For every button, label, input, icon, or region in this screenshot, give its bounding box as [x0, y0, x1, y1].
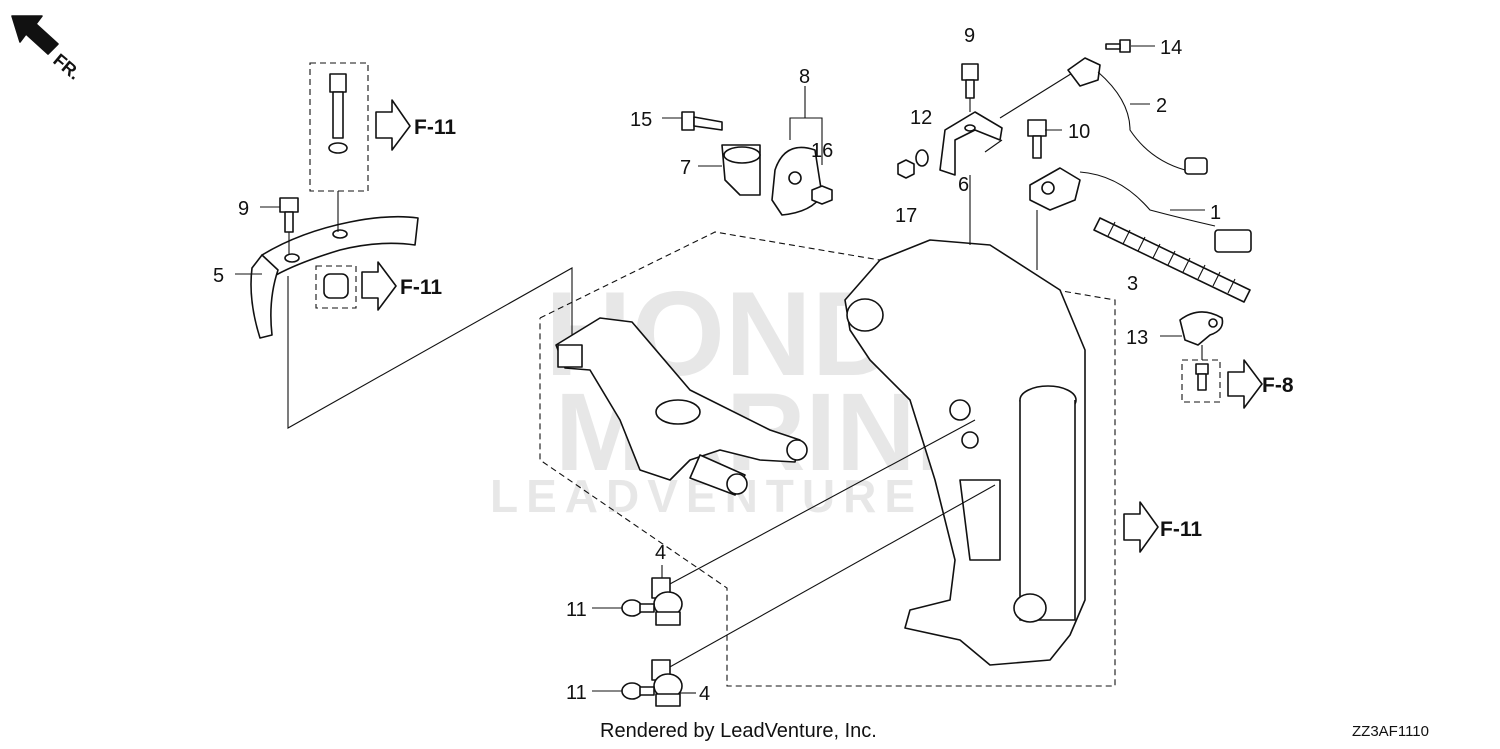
callout-8: 8 [799, 66, 810, 88]
part-11-screw-lower [621, 682, 655, 700]
reference-label-2: F-11 [400, 276, 442, 299]
callout-12: 12 [910, 107, 932, 129]
callout-3: 3 [1127, 273, 1138, 295]
part-4-clip-lower [651, 659, 683, 707]
part-10-bolt [1027, 119, 1047, 159]
part-17-nut [897, 159, 915, 179]
footer-credit: Rendered by LeadVenture, Inc. [600, 720, 877, 742]
long-bolt [328, 73, 348, 154]
part-14-bolt [1105, 39, 1131, 53]
part-4-clip-upper [651, 577, 683, 626]
diagram-code: ZZ3AF1110 [1352, 723, 1429, 740]
callout-5: 5 [213, 265, 224, 287]
callout-4-upper: 4 [655, 542, 666, 564]
reference-label-3: F-11 [1160, 518, 1202, 541]
reference-arrow-3: F-11 [1123, 501, 1202, 553]
part-16-nut [811, 185, 833, 205]
bolt-group-box [309, 62, 369, 192]
bolt-9-left [279, 197, 299, 233]
part-12-washer [915, 149, 929, 167]
callout-14: 14 [1160, 37, 1182, 59]
callout-15: 15 [630, 109, 652, 131]
callout-leaders [235, 45, 1205, 694]
reference-label-4: F-8 [1262, 374, 1294, 397]
clip-13-screw [1195, 363, 1209, 391]
part-11-screw-upper [621, 599, 655, 617]
callout-7: 7 [680, 157, 691, 179]
swivel-case-casting [844, 239, 1086, 666]
mount-frame [555, 317, 808, 496]
part-1-sensor-harness [1029, 167, 1252, 253]
callout-4-lower: 4 [699, 683, 710, 705]
assembly-boundary [539, 231, 1116, 687]
direction-label: FR. [49, 50, 84, 84]
reference-label-1: F-11 [414, 116, 456, 139]
part-3-protector-tube [1093, 217, 1251, 303]
part-7-clamp [721, 144, 761, 196]
part-5-bracket [250, 215, 419, 339]
callout-2: 2 [1156, 95, 1167, 117]
callout-17: 17 [895, 205, 917, 227]
reference-arrow-2: F-11 [361, 261, 442, 311]
part-15-bolt [681, 111, 723, 131]
callout-10: 10 [1068, 121, 1090, 143]
callout-13: 13 [1126, 327, 1148, 349]
part-9-bolt-right [961, 63, 979, 99]
callout-11-lower: 11 [566, 682, 587, 704]
collar-box [315, 265, 357, 309]
collar [323, 273, 349, 299]
callout-11-upper: 11 [566, 599, 587, 621]
reference-arrow-1: F-11 [375, 99, 456, 151]
part-13-clip [1179, 311, 1224, 346]
callout-9-left: 9 [238, 198, 249, 220]
callout-9-right: 9 [964, 25, 975, 47]
callout-16: 16 [811, 140, 833, 162]
reference-arrow-4: F-8 [1227, 359, 1294, 409]
part-8-clamp [771, 146, 823, 216]
front-direction-arrow: FR. [11, 15, 84, 84]
callout-1: 1 [1210, 202, 1221, 224]
part-6-bracket [939, 111, 1003, 176]
callout-6: 6 [958, 174, 969, 196]
part-2-sensor-harness [1067, 57, 1208, 175]
